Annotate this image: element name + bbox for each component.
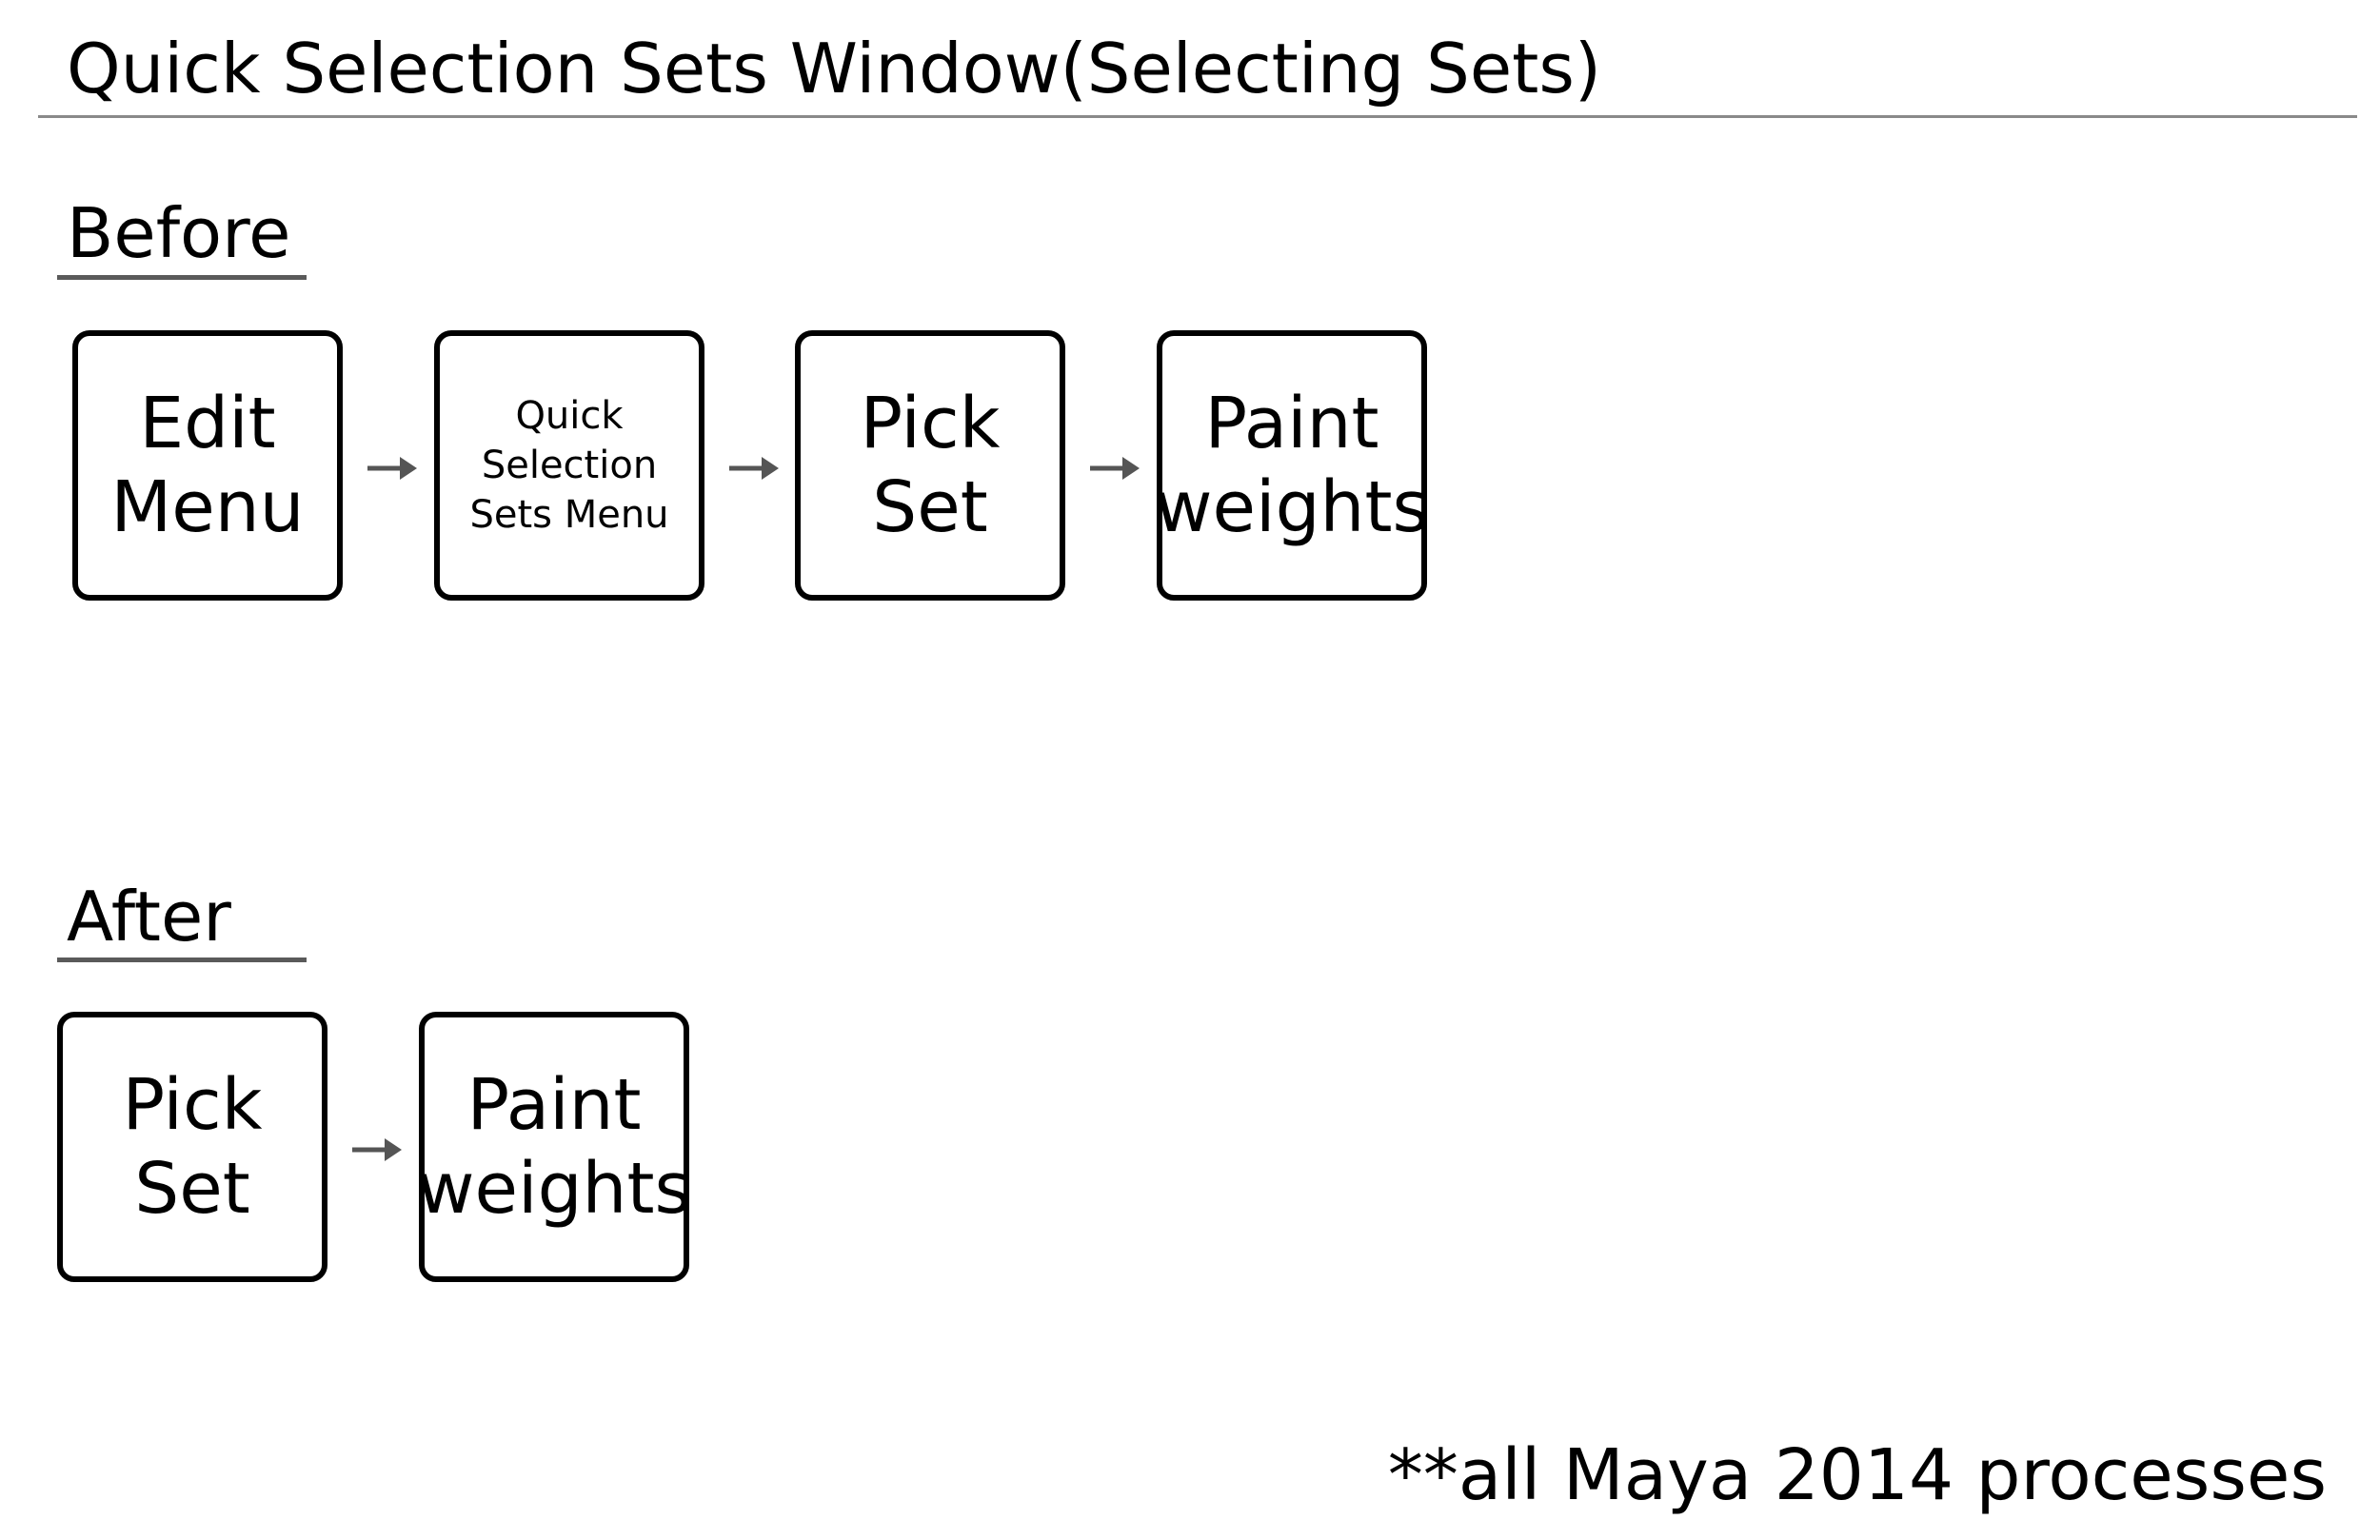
right-arrow-icon bbox=[352, 1138, 402, 1161]
after-heading-underline bbox=[57, 958, 307, 962]
right-arrow-icon bbox=[729, 457, 779, 480]
before-heading-underline bbox=[57, 275, 307, 280]
after-step-paint-weights: Paint weights bbox=[416, 1012, 692, 1282]
before-step-pick-set: Pick Set bbox=[795, 330, 1065, 601]
after-step-label: Pick Set bbox=[122, 1064, 263, 1230]
before-heading: Before bbox=[67, 193, 291, 273]
right-arrow-icon bbox=[1090, 457, 1140, 480]
before-step-label: Quick Selection Sets Menu bbox=[469, 394, 669, 537]
before-step-label: Edit Menu bbox=[110, 383, 305, 548]
title-divider bbox=[38, 115, 2357, 118]
after-step-label: Paint weights bbox=[416, 1064, 692, 1230]
before-step-label: Paint weights bbox=[1154, 383, 1430, 548]
before-step-edit-menu: Edit Menu bbox=[72, 330, 343, 601]
before-step-label: Pick Set bbox=[860, 383, 1001, 548]
after-heading: After bbox=[67, 877, 231, 957]
before-step-paint-weights: Paint weights bbox=[1154, 330, 1430, 601]
after-step-pick-set: Pick Set bbox=[57, 1012, 327, 1282]
footnote: **all Maya 2014 processes bbox=[1387, 1434, 2327, 1516]
page-title: Quick Selection Sets Window(Selecting Se… bbox=[67, 29, 1601, 109]
before-step-quick-selection-sets-menu: Quick Selection Sets Menu bbox=[434, 330, 704, 601]
right-arrow-icon bbox=[367, 457, 417, 480]
